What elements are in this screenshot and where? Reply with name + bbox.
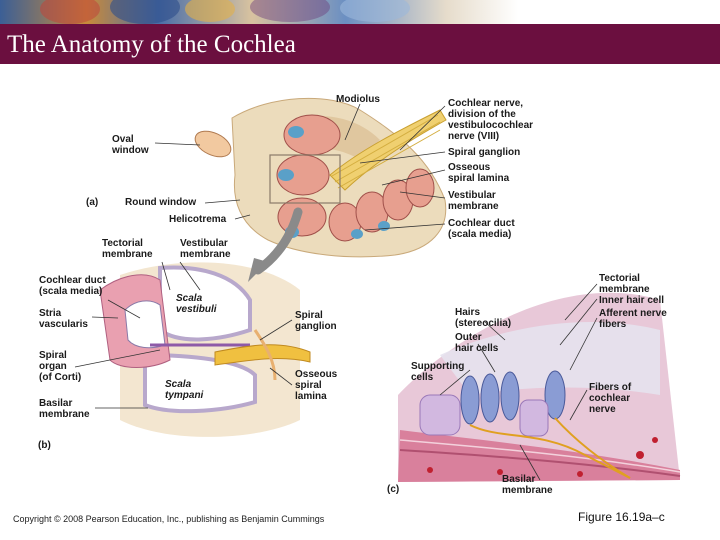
panel-b-tag: (b) xyxy=(38,440,51,451)
panel-a-tag: (a) xyxy=(86,197,99,208)
label-scala-vestibuli: Scala vestibuli xyxy=(176,293,217,315)
header-banner-image xyxy=(0,0,720,24)
label-spiral-organ: Spiral organ (of Corti) xyxy=(39,350,82,383)
panel-c-illustration xyxy=(398,292,681,482)
slide-title: The Anatomy of the Cochlea xyxy=(7,31,296,58)
label-hairs-stereocilia: Hairs (stereocilia) xyxy=(455,307,512,329)
copyright-notice: Copyright © 2008 Pearson Education, Inc.… xyxy=(13,514,325,524)
label-afferent-nerve-fibers: Afferent nerve fibers xyxy=(599,308,667,330)
figure-number: Figure 16.19a–c xyxy=(578,510,665,524)
label-cochlear-duct-a: Cochlear duct (scala media) xyxy=(448,218,515,240)
label-vestibular-membrane-a: Vestibular membrane xyxy=(448,190,499,212)
label-cochlear-nerve: Cochlear nerve, division of the vestibul… xyxy=(448,98,534,142)
label-round-window: Round window xyxy=(125,197,197,208)
label-basilar-membrane-c: Basilar membrane xyxy=(502,474,553,496)
label-spiral-ganglion-b: Spiral ganglion xyxy=(295,310,337,332)
label-osseous-spiral-lamina-b: Osseous spiral lamina xyxy=(295,369,338,402)
label-modiolus: Modiolus xyxy=(336,94,380,105)
label-outer-hair-cells: Outer hair cells xyxy=(455,332,499,354)
label-scala-tympani: Scala tympani xyxy=(165,379,204,401)
label-helicotrema: Helicotrema xyxy=(169,214,227,225)
label-tectorial-membrane-c: Tectorial membrane xyxy=(599,273,650,295)
label-cochlear-duct-b: Cochlear duct (scala media) xyxy=(39,275,106,297)
title-bar xyxy=(0,24,720,64)
label-basilar-membrane-b: Basilar membrane xyxy=(39,398,90,420)
label-stria-vascularis: Stria vascularis xyxy=(39,308,88,330)
label-spiral-ganglion-a: Spiral ganglion xyxy=(448,147,521,158)
label-oval-window: Oval window xyxy=(112,134,149,156)
label-fibers-of-cochlear-nerve: Fibers of cochlear nerve xyxy=(589,382,632,415)
leader-lines xyxy=(74,103,598,481)
label-tectorial-membrane-b: Tectorial membrane xyxy=(102,238,153,260)
label-osseous-spiral-lamina-a: Osseous spiral lamina xyxy=(448,162,510,184)
label-inner-hair-cell: Inner hair cell xyxy=(599,295,665,306)
label-supporting-cells: Supporting cells xyxy=(411,361,465,383)
panel-b-illustration xyxy=(99,207,311,437)
panel-c-tag: (c) xyxy=(387,484,400,495)
label-vestibular-membrane-b: Vestibular membrane xyxy=(180,238,231,260)
panel-a-illustration xyxy=(194,97,447,258)
